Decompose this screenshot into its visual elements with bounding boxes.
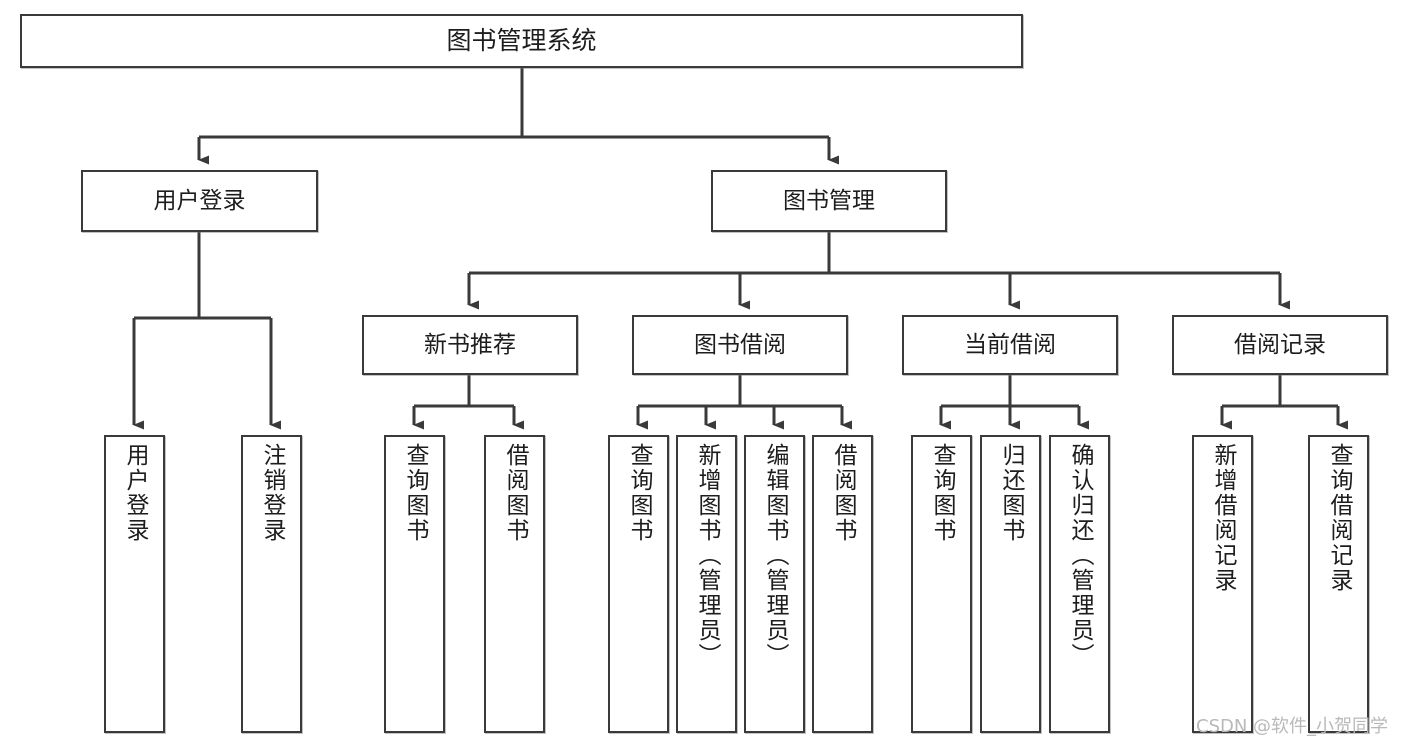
node-label: 借阅图书 xyxy=(830,443,856,543)
leaf-borrow-record-query-record[interactable]: 查询借阅记录 xyxy=(1308,435,1369,733)
node-label: 查询借阅记录 xyxy=(1326,443,1352,593)
node-label: 用户登录 xyxy=(153,187,246,214)
leaf-current-borrow-return-book[interactable]: 归还图书 xyxy=(980,435,1041,733)
leaf-user-login-login[interactable]: 用户登录 xyxy=(104,435,165,733)
node-label: 新增图书（管理员） xyxy=(694,443,720,668)
node-current-borrow[interactable]: 当前借阅 xyxy=(902,315,1118,375)
node-label: 查询图书 xyxy=(402,443,428,543)
leaf-borrow-record-add-record[interactable]: 新增借阅记录 xyxy=(1192,435,1253,733)
node-borrow-record[interactable]: 借阅记录 xyxy=(1172,315,1388,375)
node-label: 图书管理 xyxy=(783,187,875,214)
node-label: 注销登录 xyxy=(259,443,285,543)
node-book-borrow[interactable]: 图书借阅 xyxy=(632,315,848,375)
leaf-current-borrow-query-book[interactable]: 查询图书 xyxy=(911,435,972,733)
leaf-new-book-query-book[interactable]: 查询图书 xyxy=(384,435,445,733)
leaf-current-borrow-confirm-return[interactable]: 确认归还（管理员） xyxy=(1049,435,1110,733)
node-label: 当前借阅 xyxy=(964,331,1056,358)
node-label: 新书推荐 xyxy=(424,331,516,358)
leaf-user-login-logout[interactable]: 注销登录 xyxy=(241,435,302,733)
node-label: 图书借阅 xyxy=(694,331,786,358)
leaf-book-borrow-edit-book[interactable]: 编辑图书（管理员） xyxy=(744,435,805,733)
leaf-book-borrow-add-book[interactable]: 新增图书（管理员） xyxy=(676,435,737,733)
node-label: 新增借阅记录 xyxy=(1210,443,1236,593)
node-user-login[interactable]: 用户登录 xyxy=(81,170,318,232)
node-label: 查询图书 xyxy=(929,443,955,543)
node-label: 用户登录 xyxy=(122,443,148,543)
node-label: 编辑图书（管理员） xyxy=(762,443,788,668)
node-new-book-recommend[interactable]: 新书推荐 xyxy=(362,315,578,375)
node-label: 归还图书 xyxy=(998,443,1024,543)
node-label: 确认归还（管理员） xyxy=(1067,443,1093,668)
leaf-book-borrow-borrow-book[interactable]: 借阅图书 xyxy=(812,435,873,733)
node-label: 借阅图书 xyxy=(502,443,528,543)
leaf-book-borrow-query-book[interactable]: 查询图书 xyxy=(608,435,669,733)
node-book-management[interactable]: 图书管理 xyxy=(711,170,947,232)
node-label: 图书管理系统 xyxy=(446,25,597,55)
node-label: 查询图书 xyxy=(626,443,652,543)
node-book-management-system[interactable]: 图书管理系统 xyxy=(20,14,1023,68)
leaf-new-book-borrow-book[interactable]: 借阅图书 xyxy=(484,435,545,733)
node-label: 借阅记录 xyxy=(1234,331,1326,358)
